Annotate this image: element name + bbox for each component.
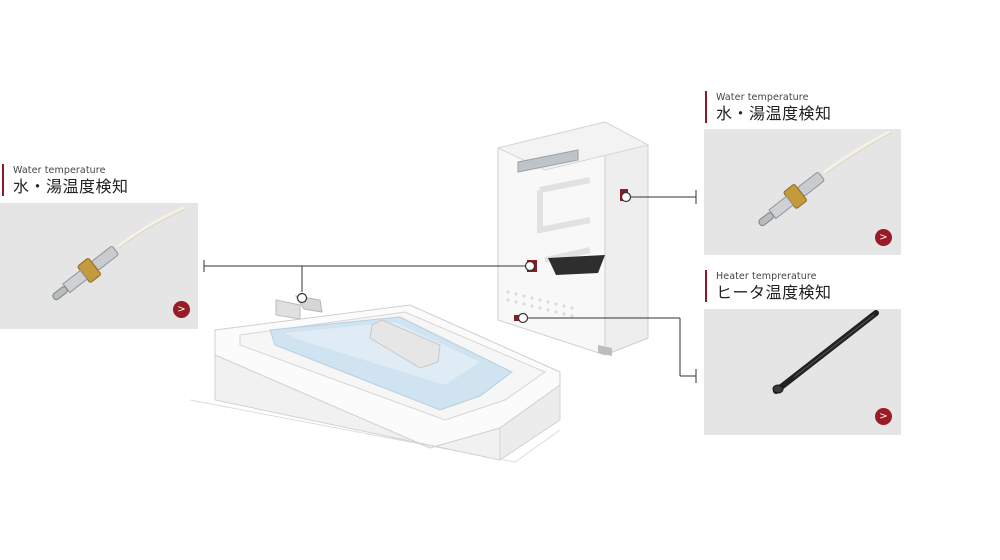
left-card-more-button[interactable]: > <box>173 301 190 318</box>
left-sensor-card[interactable]: > <box>0 203 198 329</box>
connector-lines <box>203 190 697 383</box>
probe-sensor-icon <box>758 130 892 227</box>
water-heater <box>496 121 650 356</box>
top-right-card-more-button[interactable]: > <box>875 229 892 246</box>
probe-sensor-icon <box>52 206 187 301</box>
bottom-right-sensor-label-en: Heater temprerature <box>716 271 817 282</box>
top-right-sensor-label-ja: 水・湯温度検知 <box>716 104 832 123</box>
sheathed-sensor-icon <box>772 310 879 394</box>
bathtub <box>214 295 561 461</box>
bottom-right-sensor-card[interactable]: > <box>704 309 901 435</box>
bottom-right-sensor-label: Heater temprerature ヒータ温度検知 <box>705 270 832 302</box>
connector-dots <box>296 191 632 324</box>
left-sensor-label-ja: 水・湯温度検知 <box>13 177 129 196</box>
left-sensor-label: Water temperature 水・湯温度検知 <box>2 164 129 196</box>
top-right-sensor-label-en: Water temperature <box>716 92 809 103</box>
top-right-sensor-card[interactable]: > <box>704 129 901 255</box>
bottom-right-sensor-label-ja: ヒータ温度検知 <box>716 283 832 302</box>
bottom-right-card-more-button[interactable]: > <box>875 408 892 425</box>
top-right-sensor-label: Water temperature 水・湯温度検知 <box>705 91 832 123</box>
left-sensor-label-en: Water temperature <box>13 165 106 176</box>
